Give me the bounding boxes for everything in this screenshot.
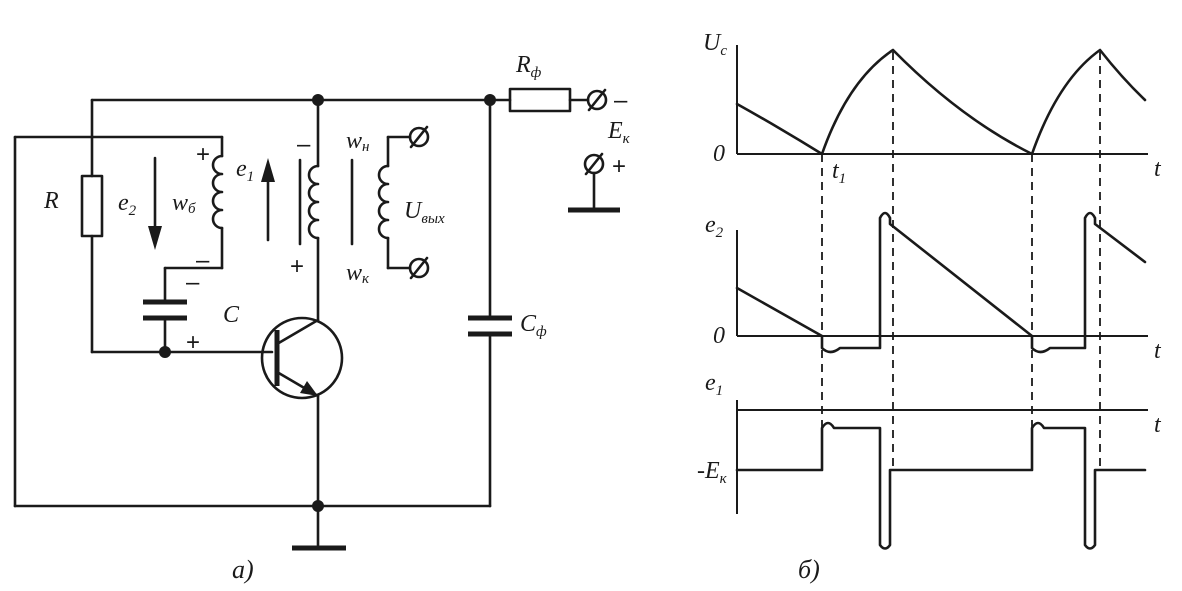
sign-plus: + bbox=[612, 153, 626, 180]
base-winding bbox=[211, 154, 224, 230]
caption-a: а) bbox=[232, 555, 254, 584]
sign-minus: – bbox=[614, 87, 628, 114]
sign-plus: + bbox=[196, 141, 210, 168]
label-e2: e2 bbox=[118, 190, 137, 219]
collector-winding bbox=[307, 164, 320, 240]
output-terminal bbox=[408, 126, 430, 148]
label-zero: 0 bbox=[713, 141, 725, 167]
terminal-slash bbox=[409, 256, 429, 280]
label-neg-ek: -Eк bbox=[697, 458, 728, 487]
terminal-minus bbox=[586, 89, 608, 111]
terminal-slash bbox=[587, 88, 607, 112]
sign-minus: – bbox=[297, 131, 311, 158]
circuit-schematic: R C Rф Cф Eк e1 e2 wб wн wк Uвых + – – +… bbox=[13, 52, 631, 584]
sign-plus: + bbox=[290, 253, 304, 280]
label-r: R bbox=[43, 188, 59, 214]
transistor-collector bbox=[275, 318, 320, 346]
label-filter-capacitor: Cф bbox=[520, 311, 547, 340]
e2-waveform bbox=[735, 211, 1147, 354]
label-t: t bbox=[1154, 156, 1162, 182]
label-e1: e1 bbox=[236, 156, 254, 185]
uc-waveform bbox=[735, 48, 1147, 156]
label-winding-base: wб bbox=[172, 190, 196, 217]
waveform-diagrams: Uc e2 e1 -Eк 0 0 t t t t1 б) bbox=[697, 30, 1162, 584]
label-t: t bbox=[1154, 412, 1162, 438]
label-supply: Eк bbox=[607, 118, 631, 147]
arrow-e1-head bbox=[261, 158, 275, 182]
transistor-body bbox=[260, 316, 344, 400]
filter-resistor bbox=[508, 87, 572, 113]
label-uc: Uc bbox=[703, 30, 727, 59]
label-t: t bbox=[1154, 338, 1162, 364]
label-winding-load: wн bbox=[346, 128, 369, 155]
label-output-voltage: Uвых bbox=[404, 198, 445, 227]
label-e1-axis: e1 bbox=[705, 370, 723, 399]
label-c: C bbox=[223, 302, 240, 328]
output-winding bbox=[377, 164, 390, 240]
emitter-arrow bbox=[300, 381, 318, 396]
label-zero: 0 bbox=[713, 323, 725, 349]
label-t1: t1 bbox=[832, 158, 846, 187]
sign-plus: + bbox=[186, 329, 200, 356]
terminal-slash bbox=[584, 152, 604, 176]
e1-waveform bbox=[735, 421, 1147, 550]
output-terminal bbox=[408, 257, 430, 279]
label-e2-axis: e2 bbox=[705, 212, 724, 241]
resistor-r bbox=[80, 174, 104, 238]
arrow-e2-head bbox=[148, 226, 162, 250]
sign-minus: – bbox=[186, 269, 200, 296]
label-filter-resistor: Rф bbox=[515, 52, 542, 81]
caption-b: б) bbox=[798, 555, 820, 584]
sign-minus: – bbox=[196, 247, 210, 274]
terminal-slash bbox=[409, 125, 429, 149]
label-winding-collector: wк bbox=[346, 260, 370, 287]
